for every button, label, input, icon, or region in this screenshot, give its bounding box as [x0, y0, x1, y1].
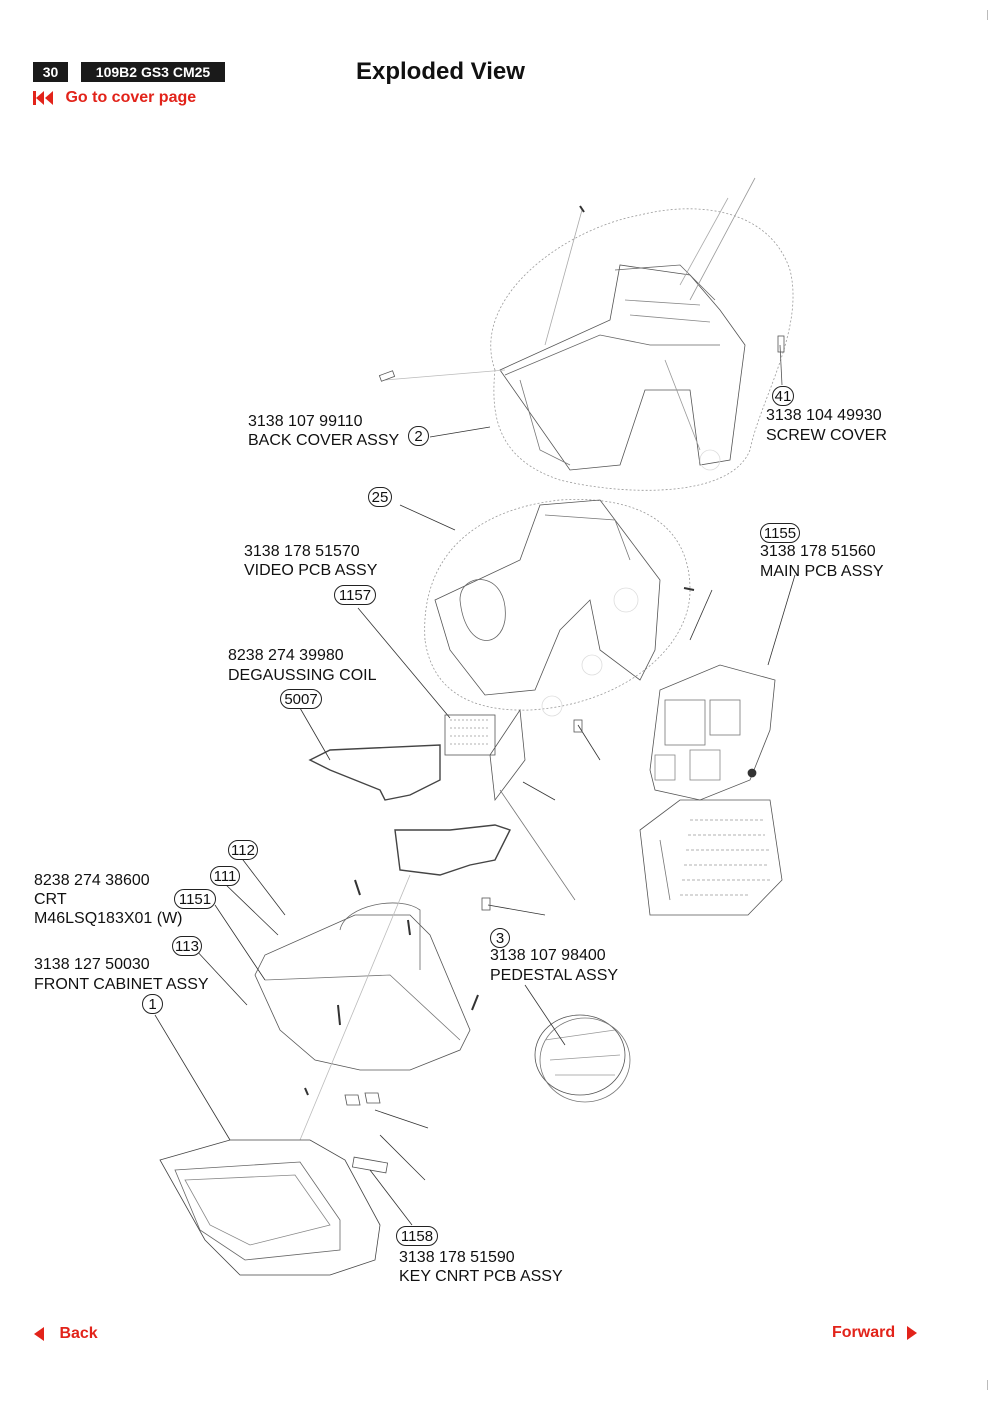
page-title: Exploded View — [356, 58, 525, 85]
part-code-crt: 8238 274 38600 — [34, 872, 150, 889]
callout-1158: 1158 — [396, 1226, 438, 1246]
callout-2: 2 — [408, 426, 429, 446]
part-code-video-pcb: 3138 178 51570 — [244, 543, 360, 560]
left-arrow-icon — [33, 1325, 49, 1342]
part-name-key-cnrt-pcb: KEY CNRT PCB ASSY — [399, 1268, 563, 1285]
right-arrow-icon — [906, 1324, 918, 1341]
inner-frame-outline — [424, 499, 691, 711]
forward-label: Forward — [832, 1324, 896, 1341]
back-cover-outline — [490, 208, 794, 491]
forward-link[interactable]: Forward — [832, 1324, 918, 1342]
inner-frame-part — [434, 499, 661, 717]
back-link[interactable]: Back — [33, 1325, 98, 1343]
part-code-front-cabinet: 3138 127 50030 — [34, 956, 150, 973]
degaussing-coil-part — [308, 744, 511, 876]
callout-1: 1 — [142, 994, 163, 1014]
crt-part — [254, 902, 471, 1071]
part-name-back-cover: BACK COVER ASSY — [248, 432, 400, 449]
front-cabinet-part — [159, 1139, 381, 1276]
part-code-screw-cover: 3138 104 49930 — [766, 407, 882, 424]
part-code-degaussing-coil: 8238 274 39980 — [228, 647, 344, 664]
part-code-key-cnrt-pcb: 3138 178 51590 — [399, 1249, 515, 1266]
callout-3: 3 — [490, 928, 510, 948]
main-pcb-part — [649, 664, 776, 801]
callout-5007: 5007 — [280, 689, 322, 709]
part-code-back-cover: 3138 107 99110 — [248, 413, 363, 430]
model-badge: 109B2 GS3 CM25 — [81, 62, 225, 82]
part-name-front-cabinet: FRONT CABINET ASSY — [34, 976, 209, 993]
part-name-video-pcb: VIDEO PCB ASSY — [244, 562, 378, 579]
callout-112: 112 — [228, 840, 258, 860]
edge-marker — [987, 1380, 988, 1390]
part-name-crt: CRT — [34, 891, 67, 908]
part-type-crt: M46LSQ183X01 (W) — [34, 910, 183, 927]
skip-back-icon — [33, 89, 59, 106]
callout-41: 41 — [772, 386, 794, 406]
cover-link-label: Go to cover page — [65, 89, 197, 106]
page-number-badge: 30 — [33, 62, 68, 82]
part-name-pedestal: PEDESTAL ASSY — [490, 967, 619, 984]
part-name-degaussing-coil: DEGAUSSING COIL — [228, 667, 377, 684]
cover-page-link[interactable]: Go to cover page — [33, 89, 196, 107]
pedestal-part — [534, 1014, 631, 1103]
callout-1155: 1155 — [760, 523, 800, 543]
back-label: Back — [59, 1325, 98, 1342]
pcb-shield-part — [639, 799, 783, 916]
callout-1151: 1151 — [174, 889, 216, 909]
part-code-pedestal: 3138 107 98400 — [490, 947, 606, 964]
callout-113: 113 — [172, 936, 202, 956]
back-cover-part — [499, 264, 746, 471]
part-code-main-pcb: 3138 178 51560 — [760, 543, 876, 560]
part-name-main-pcb: MAIN PCB ASSY — [760, 563, 884, 580]
edge-marker — [987, 10, 988, 20]
video-pcb-part — [444, 708, 526, 802]
callout-111: 111 — [210, 866, 240, 886]
part-name-screw-cover: SCREW COVER — [766, 427, 887, 444]
callout-1157: 1157 — [334, 585, 376, 605]
callout-25: 25 — [368, 487, 392, 507]
